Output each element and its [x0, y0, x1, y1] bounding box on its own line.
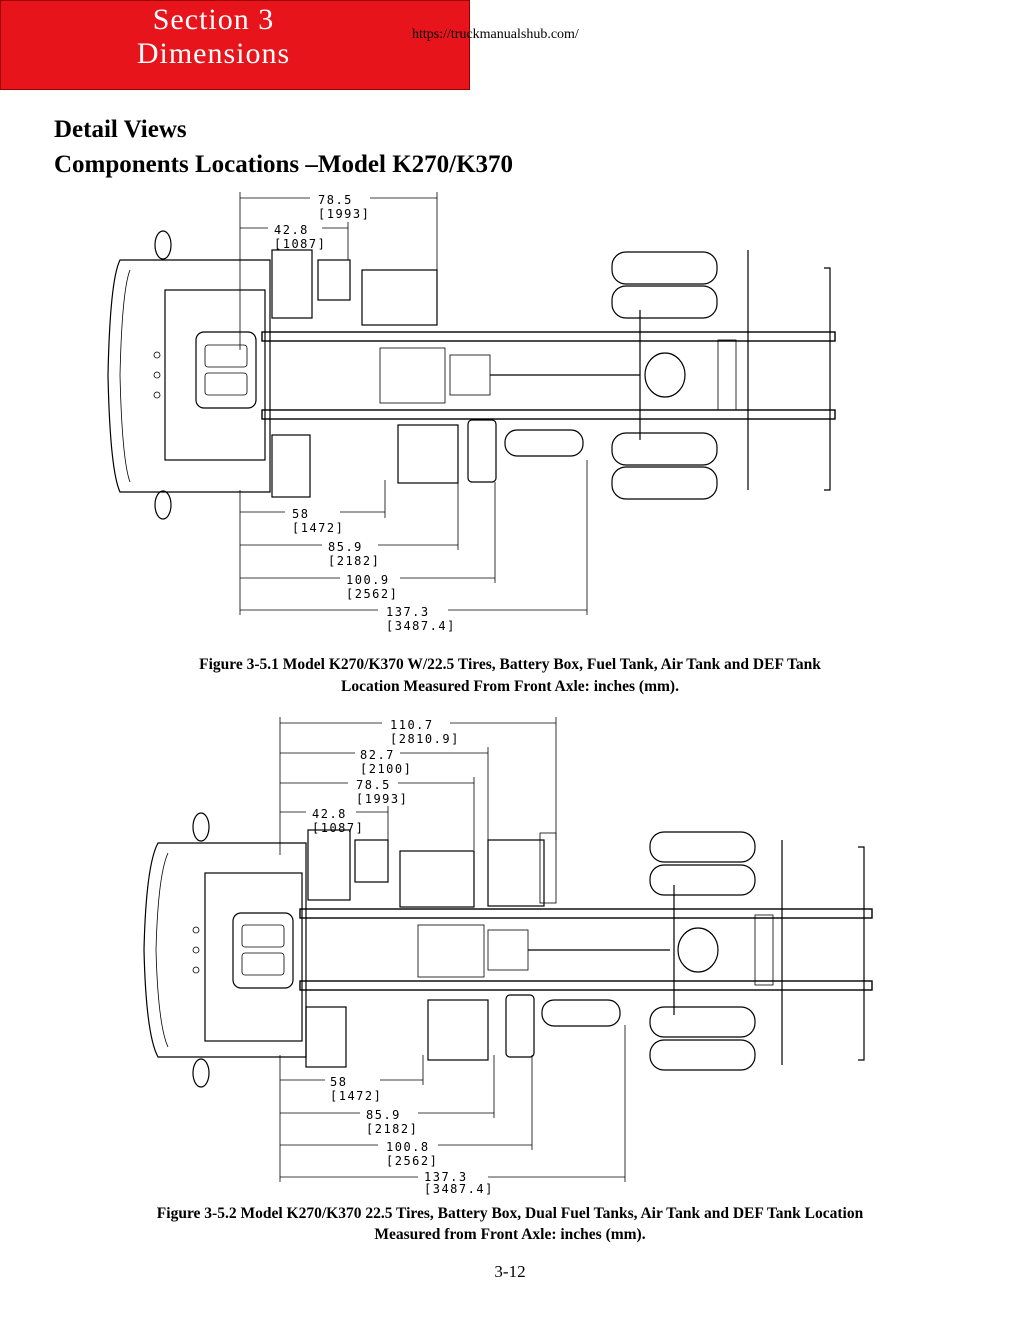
section-title: Dimensions	[136, 37, 291, 70]
figure-1-chassis	[107, 230, 836, 520]
figure-2-chassis	[143, 812, 873, 1088]
figure-2-top-dimensions: 110.7 [2810.9] 82.7 [2100] 78.5 [1993] 4…	[279, 717, 557, 855]
f2-dim-8-mm: [3487.4]	[424, 1182, 494, 1196]
page-subtitle: Components Locations –Model K270/K370	[54, 151, 514, 178]
section-tab: Section 3 Dimensions	[0, 0, 470, 90]
f2-dim-8-in: 137.3	[424, 1170, 468, 1184]
figure-2-caption-line1: Figure 3-5.2 Model K270/K370 22.5 Tires,…	[156, 1205, 864, 1222]
f1-dim-5-in: 100.9	[346, 573, 390, 587]
f1-dim-3-in: 58	[292, 507, 309, 521]
f1-dim-6-mm: [3487.4]	[386, 619, 456, 633]
f2-dim-7-mm: [2562]	[386, 1154, 438, 1168]
f1-dim-2-in: 42.8	[274, 223, 309, 237]
f2-dim-6-in: 85.9	[366, 1108, 401, 1122]
f2-dim-4-in: 42.8	[312, 807, 347, 821]
f2-dim-2-mm: [2100]	[360, 762, 412, 776]
f1-dim-4-mm: [2182]	[328, 554, 380, 568]
f2-dim-3-mm: [1993]	[356, 792, 408, 806]
figure-1-caption-line1: Figure 3-5.1 Model K270/K370 W/22.5 Tire…	[199, 656, 821, 673]
f1-dim-4-in: 85.9	[328, 540, 363, 554]
f2-dim-5-in: 58	[330, 1075, 347, 1089]
f1-dim-3-mm: [1472]	[292, 521, 344, 535]
f2-dim-4-mm: [1087]	[312, 821, 364, 835]
f2-dim-1-mm: [2810.9]	[390, 732, 460, 746]
f2-dim-5-mm: [1472]	[330, 1089, 382, 1103]
section-number: Section 3	[152, 3, 275, 36]
f2-dim-1-in: 110.7	[390, 718, 434, 732]
source-url[interactable]: https://truckmanualshub.com/	[412, 27, 579, 42]
f2-dim-2-in: 82.7	[360, 748, 395, 762]
f1-dim-2-mm: [1087]	[274, 237, 326, 251]
f2-dim-3-in: 78.5	[356, 778, 391, 792]
page-title: Detail Views	[54, 116, 187, 143]
f1-dim-1-in: 78.5	[318, 193, 353, 207]
f2-dim-6-mm: [2182]	[366, 1122, 418, 1136]
f2-dim-7-in: 100.8	[386, 1140, 430, 1154]
figure-1-caption-line2: Location Measured From Front Axle: inche…	[341, 678, 679, 695]
figure-1-top-dimensions: 78.5 [1993] 42.8 [1087]	[239, 192, 438, 350]
page-number: 3-12	[494, 1262, 526, 1281]
f1-dim-5-mm: [2562]	[346, 587, 398, 601]
figure-1-drawing: 78.5 [1993] 42.8 [1087]	[107, 192, 836, 633]
figure-2-drawing: 110.7 [2810.9] 82.7 [2100] 78.5 [1993] 4…	[143, 717, 873, 1196]
figure-2-caption-line2: Measured from Front Axle: inches (mm).	[374, 1226, 646, 1243]
f1-dim-1-mm: [1993]	[318, 207, 370, 221]
figure-2-bottom-dimensions: 58 [1472] 85.9 [2182] 100.8 [2562] 137.3…	[279, 1025, 626, 1196]
figure-1-bottom-dimensions: 58 [1472] 85.9 [2182] 100.9 [2562] 137.3…	[239, 460, 588, 633]
f1-dim-6-in: 137.3	[386, 605, 430, 619]
